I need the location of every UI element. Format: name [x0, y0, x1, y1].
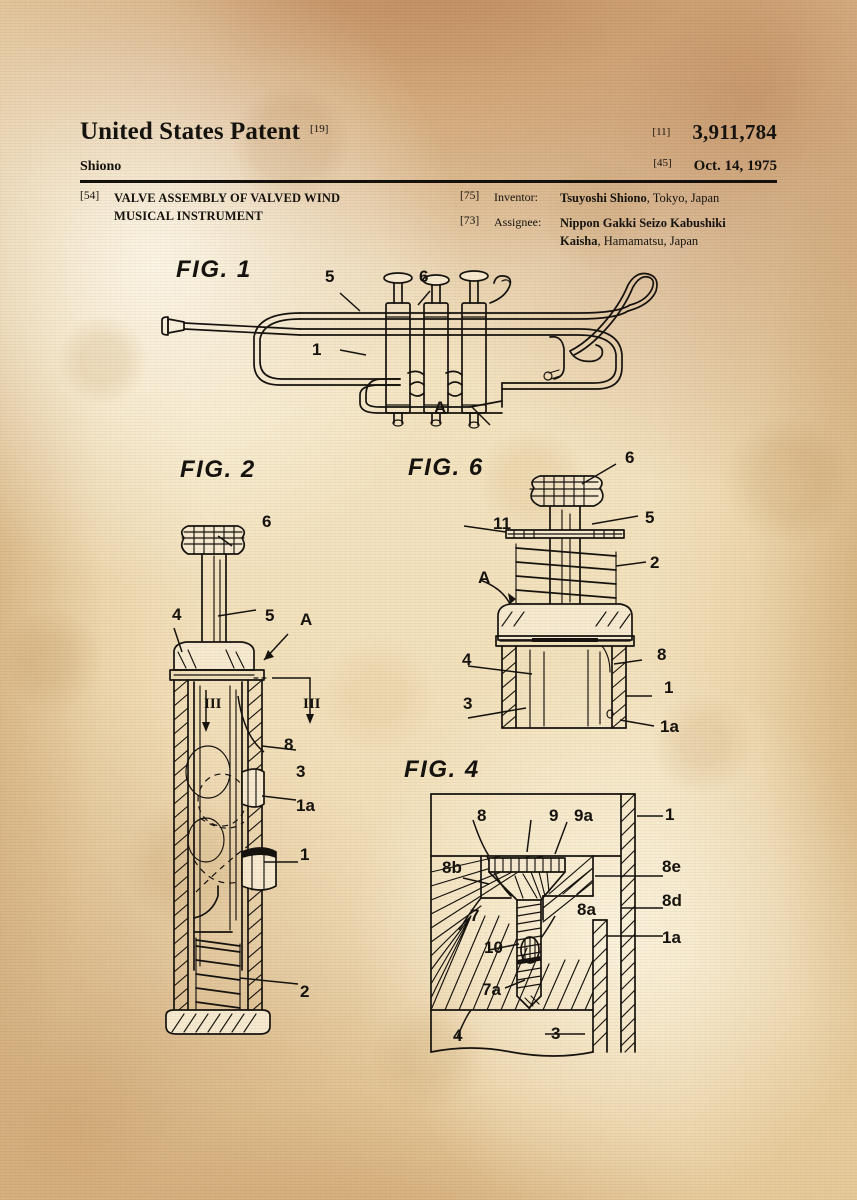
invention-title: VALVE ASSEMBLY OF VALVED WIND MUSICAL IN… [114, 190, 340, 257]
fig4-ref-7a: 7a [482, 980, 501, 999]
fig6-drawing [463, 463, 655, 729]
assignee-city: , Hamamatsu, Japan [597, 233, 699, 248]
patent-date-group: [45] Oct. 14, 1975 [653, 157, 777, 175]
fig2-ref-5: 5 [265, 606, 275, 625]
fig4-ref-10: 10 [484, 938, 503, 957]
fig4-ref-8a: 8a [577, 900, 596, 919]
fig6-ref-4: 4 [462, 650, 472, 669]
fig2-section-mark-left: III [204, 696, 222, 712]
fig6-ref-2: 2 [650, 553, 660, 572]
fig2-ref-1a: 1a [296, 796, 315, 815]
parties-block: [75] Inventor: Tsuyoshi Shiono, Tokyo, J… [460, 190, 777, 257]
assignee-name-2: Kaisha [560, 233, 598, 248]
fig4-ref-9a: 9a [574, 806, 593, 825]
fig6-label: FIG. 6 [408, 454, 484, 481]
fig2-drawing [165, 525, 314, 1035]
fig4-ref-8: 8 [477, 806, 487, 825]
fig4-ref-8e: 8e [662, 857, 681, 876]
inventor-value: Tsuyoshi Shiono, Tokyo, Japan [560, 190, 719, 208]
fig2-ref-2: 2 [300, 982, 310, 1001]
fig4-ref-1: 1 [665, 805, 675, 824]
fig4-ref-8d: 8d [662, 891, 682, 910]
fig6-ref-6: 6 [625, 448, 635, 467]
fig4-label: FIG. 4 [404, 756, 480, 783]
fig6-ref-11: 11 [493, 514, 511, 533]
fig4-ref-1a: 1a [662, 928, 681, 947]
fig6-ref-A: A [478, 568, 491, 587]
fig1-drawing [161, 270, 658, 429]
fig1-ref-5: 5 [325, 267, 335, 286]
fig2-ref-1: 1 [300, 845, 310, 864]
patent-number-code: [11] [652, 126, 671, 138]
assignee-code: [73] [460, 214, 480, 227]
title-block: [54] VALVE ASSEMBLY OF VALVED WIND MUSIC… [80, 190, 460, 257]
inventor-surname: Shiono [80, 159, 122, 174]
assignee-row: [73] Assignee: Nippon Gakki Seizo Kabush… [460, 215, 777, 251]
patent-number: 3,911,784 [692, 120, 777, 144]
inventor-fullname: Tsuyoshi Shiono [560, 191, 647, 205]
patent-number-group: [11] 3,911,784 [652, 120, 777, 145]
fig4-ref-7: 7 [470, 906, 480, 925]
fig6-ref-8: 8 [657, 645, 667, 664]
fig2-ref-3: 3 [296, 762, 306, 781]
fig4-ref-8b: 8b [442, 858, 462, 877]
invention-title-line2: MUSICAL INSTRUMENT [114, 208, 263, 223]
fig1-label: FIG. 1 [176, 256, 252, 283]
fig2-section-mark-right: III [303, 696, 321, 712]
fig1-ref-1: 1 [312, 340, 322, 359]
fig1-ref-A: A [434, 398, 447, 417]
fig4-ref-4: 4 [453, 1026, 463, 1045]
inventor-city: , Tokyo, Japan [646, 191, 720, 205]
patent-date: Oct. 14, 1975 [693, 158, 777, 174]
assignee-label: Assignee: [494, 214, 542, 229]
fig6-ref-1a: 1a [660, 717, 679, 736]
fig1-ref-6: 6 [419, 267, 429, 286]
fig4-ref-3: 3 [551, 1024, 561, 1043]
bibliographic-section: [54] VALVE ASSEMBLY OF VALVED WIND MUSIC… [80, 190, 777, 257]
fig2-ref-A: A [300, 610, 313, 629]
fig6-ref-3: 3 [463, 694, 473, 713]
fig2-label: FIG. 2 [180, 456, 256, 483]
fig4-ref-9: 9 [549, 806, 559, 825]
office-title-group: United States Patent [19] [80, 118, 328, 146]
patent-date-code: [45] [653, 157, 672, 169]
patent-header: United States Patent[19] [11] 3,911,784 … [80, 118, 777, 175]
fig6-ref-5: 5 [645, 508, 655, 527]
fig4-drawing [430, 793, 663, 1057]
inventor-row: [75] Inventor: Tsuyoshi Shiono, Tokyo, J… [460, 190, 777, 208]
office-title: United States Patent [80, 118, 301, 145]
fig6-ref-1: 1 [664, 678, 674, 697]
header-divider [80, 180, 777, 183]
fig2-ref-8: 8 [284, 735, 294, 754]
fig2-ref-6: 6 [262, 512, 272, 531]
inventor-code: [75] [460, 190, 480, 202]
inventor-label: Inventor: [494, 190, 538, 204]
fig2-ref-4: 4 [172, 605, 182, 624]
office-code: [19] [310, 123, 329, 135]
assignee-name-1: Nippon Gakki Seizo Kabushiki [560, 215, 726, 230]
invention-title-line1: VALVE ASSEMBLY OF VALVED WIND [114, 191, 341, 205]
title-code: [54] [80, 190, 100, 202]
